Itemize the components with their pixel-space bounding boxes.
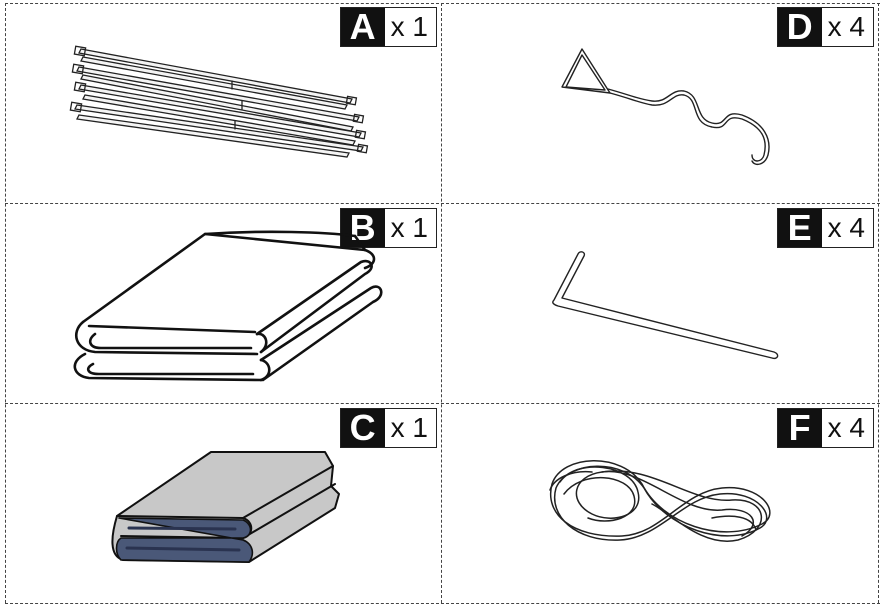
part-cell-a: A x 1 [5, 3, 441, 203]
parts-sheet: A x 1 [5, 3, 880, 605]
folded-gray-cover-icon [111, 451, 340, 563]
part-quantity: x 1 [390, 212, 428, 243]
part-label: A x 1 [339, 7, 437, 47]
border-left [5, 3, 6, 603]
part-letter: F [777, 409, 822, 447]
part-letter: E [777, 209, 822, 247]
part-letter: B [340, 209, 385, 247]
part-quantity: x 1 [390, 412, 428, 443]
part-cell-c: C x 1 [5, 404, 441, 603]
row-divider-2 [5, 403, 880, 404]
part-letter: C [340, 409, 385, 447]
part-letter: D [777, 8, 822, 46]
part-label: E x 4 [776, 208, 874, 248]
part-quantity: x 4 [827, 11, 865, 42]
border-top [5, 3, 880, 4]
part-label: F x 4 [776, 408, 874, 448]
part-cell-d: D x 4 [442, 3, 878, 203]
part-cell-b: B x 1 [5, 204, 441, 403]
column-divider [441, 3, 442, 603]
part-cell-f: F x 4 [442, 404, 878, 603]
part-letter: A [340, 8, 385, 46]
part-label: D x 4 [776, 7, 874, 47]
frame-poles-icon [69, 45, 369, 158]
coiled-rope-icon [549, 460, 771, 542]
border-right [878, 3, 879, 603]
tent-stake-hook-icon [561, 48, 770, 166]
part-label: B x 1 [339, 208, 437, 248]
part-quantity: x 4 [827, 212, 865, 243]
part-label: C x 1 [339, 408, 437, 448]
part-quantity: x 4 [827, 412, 865, 443]
folded-canopy-icon [73, 230, 383, 382]
row-divider-1 [5, 203, 880, 204]
part-cell-e: E x 4 [442, 204, 878, 403]
part-quantity: x 1 [390, 11, 428, 42]
l-shaped-stake-icon [552, 251, 779, 360]
border-bottom [5, 603, 880, 604]
